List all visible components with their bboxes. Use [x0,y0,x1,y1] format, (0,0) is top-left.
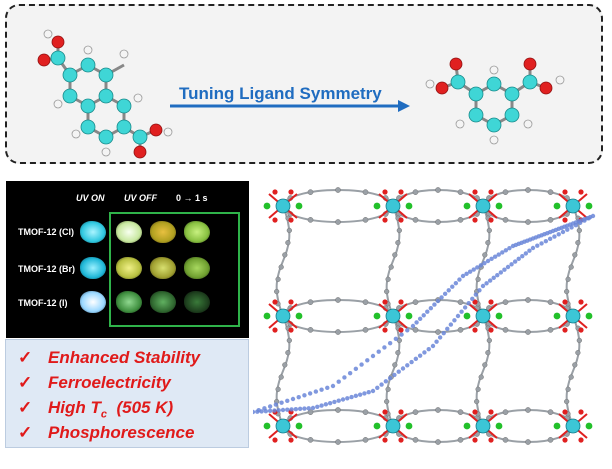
feature-high-tc: ✓High Tc (505 K) [18,398,174,421]
feature-stability: ✓Enhanced Stability [18,348,201,367]
uv-off-frame [109,212,240,327]
row-label-i: TMOF-12 (I) [18,298,68,308]
check-icon: ✓ [18,398,33,417]
sample-i-uv-off-3 [184,291,210,313]
sample-cl-uv-on [80,221,106,243]
sample-br-uv-off-1 [116,257,142,279]
sample-i-uv-off-2 [150,291,176,313]
isophthalic-ligand [425,57,565,145]
time-header: 0 → 1 s [176,193,208,203]
naphthalene-ligand [37,29,173,159]
check-icon: ✓ [18,423,33,442]
uv-on-header: UV ON [76,193,105,203]
row-label-br: TMOF-12 (Br) [18,264,75,274]
check-icon: ✓ [18,348,33,367]
feature-ferroelectricity: ✓Ferroelectricity [18,373,171,392]
uv-off-header: UV OFF [124,193,157,203]
luminescence-photo: UV ON UV OFF 0 → 1 s TMOF-12 (Cl) TMOF-1… [6,181,249,338]
sample-cl-uv-off-2 [150,221,176,243]
sample-cl-uv-off-1 [116,221,142,243]
row-label-cl: TMOF-12 (Cl) [18,227,74,237]
arrow-label: Tuning Ligand Symmetry [179,84,382,103]
hysteresis-loop [253,213,596,415]
sample-br-uv-off-2 [150,257,176,279]
sample-br-uv-off-3 [184,257,210,279]
check-icon: ✓ [18,373,33,392]
sample-i-uv-off-1 [116,291,142,313]
transform-arrow [170,100,410,112]
feature-phosphorescence: ✓Phosphorescence [18,423,195,442]
sample-br-uv-on [80,257,106,279]
sample-i-uv-on [80,291,106,313]
crystal-structure [253,187,596,445]
sample-cl-uv-off-3 [184,221,210,243]
feature-list: ✓Enhanced Stability ✓Ferroelectricity ✓H… [5,339,249,448]
